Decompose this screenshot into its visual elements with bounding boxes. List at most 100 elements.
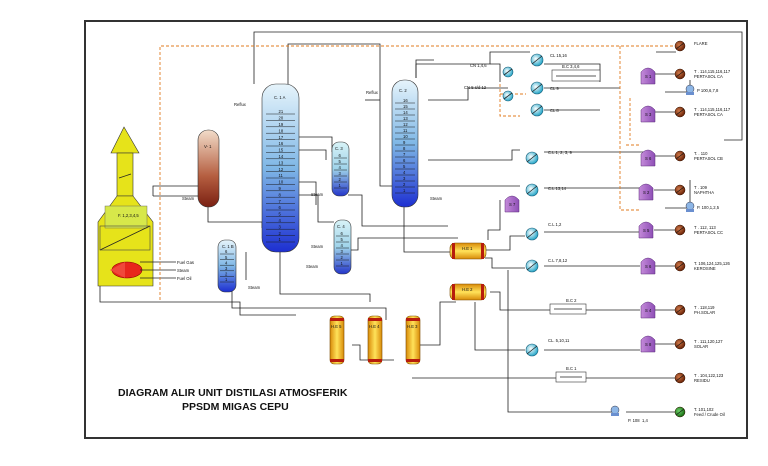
tray-number: 6: [339, 153, 342, 158]
tray-number: 4: [403, 170, 406, 175]
fuel-gas-label: Fuel Gas: [177, 260, 194, 265]
product-label: PERTASOL CC: [694, 230, 723, 235]
product-label: PERTASOL CA: [694, 74, 723, 79]
steam-c2-label: Steam: [430, 196, 443, 201]
tray-number: 17: [279, 135, 284, 140]
tray-number: 18: [279, 128, 284, 133]
separator-label: S 2: [643, 190, 650, 195]
tray-number: 12: [403, 122, 408, 127]
separator-label: S 7: [509, 202, 516, 207]
tray-number: 20: [279, 116, 284, 121]
product-label: T . 118,119: [694, 305, 715, 310]
tray-number: 13: [279, 160, 284, 165]
heat-exchanger-2: H.E 2: [449, 283, 487, 301]
tray-number: 3: [279, 224, 282, 229]
cooler-cl-1-2: C.L 1,2: [525, 222, 562, 241]
tray-number: 9: [403, 140, 406, 145]
tray-number: 3: [403, 176, 406, 181]
product-label: KEROSINE: [694, 266, 716, 271]
tray-number: 6: [225, 249, 228, 254]
separator-label: S 8: [645, 342, 652, 347]
steam-c4a-label: Steam: [311, 244, 324, 249]
tray-number: 5: [225, 255, 228, 260]
tray-number: 14: [403, 110, 408, 115]
cl-7-8-12-label: C.L 7,8,12: [548, 258, 568, 263]
tray-number: 16: [279, 141, 284, 146]
separator-label: S 5: [643, 228, 650, 233]
column-c1a: C. 1 A 212019181716151413121110987654321…: [234, 83, 300, 253]
bc-1-label: B.C 1: [566, 366, 577, 371]
tray-number: 10: [403, 134, 408, 139]
cooler-cl-1-2-3-9: C.L 1, 2, 3, 9: [525, 150, 572, 165]
product-label: T. 101,102: [694, 407, 714, 412]
tray-number: 3: [339, 171, 342, 176]
tray-number: 3: [341, 249, 344, 254]
product-label: T. 106,124,125,126: [694, 261, 731, 266]
product-label: T . 109: [694, 185, 708, 190]
tray-number: 1: [341, 261, 344, 266]
product-label: T . 111,120,127: [694, 339, 723, 344]
separator: S 8: [640, 335, 656, 353]
separator: S 6: [640, 149, 656, 167]
he2-label: H.E 2: [462, 287, 473, 292]
separators: S 1S 3S 6S 2S 5S 6S 4S 8S 7: [504, 67, 656, 353]
product-label: SOLAR: [694, 344, 708, 349]
separator: S 3: [640, 105, 656, 123]
c3-label: C. 3: [335, 146, 343, 151]
product-label: NAPHTHA: [694, 190, 714, 195]
separator-label: S 4: [645, 308, 652, 313]
separator: S 4: [640, 301, 656, 319]
c1a-label: C. 1 A: [274, 95, 286, 100]
cn-5-12-label: CN 5 s/d 12: [464, 85, 487, 90]
flare-lines: [159, 45, 676, 300]
tray-number: 15: [403, 104, 408, 109]
product-label: FLARE: [694, 41, 708, 46]
tray-number: 5: [279, 212, 282, 217]
condenser-cn-5-12: CN 5 s/d 12: [464, 85, 514, 102]
product-label: PERTASOL CB: [694, 156, 723, 161]
piping: [99, 31, 743, 413]
separator: S 2: [638, 183, 654, 201]
product-label: T . 112, 113: [694, 225, 716, 230]
cn-1-4-6-label: CN 1,4,6: [470, 63, 487, 68]
product-label: T . 114,115,116,117: [694, 107, 731, 112]
tray-number: 9: [279, 186, 282, 191]
steam-input-label: Steam: [177, 268, 190, 273]
heat-exchanger-4: H.E 4: [367, 315, 383, 365]
cl-1-2-3-9-label: C.L 1, 2, 3, 9: [548, 150, 572, 155]
tray-number: 14: [279, 154, 284, 159]
tray-number: 4: [339, 165, 342, 170]
tray-number: 2: [339, 177, 342, 182]
box-bc-1: B.C 1: [555, 366, 587, 383]
reflux-c2-label: Reflux: [366, 90, 379, 95]
bc-3-4-6-label: B.C 3,4,6: [562, 64, 580, 69]
tray-number: 5: [341, 237, 344, 242]
product-tanks: FLARE T . 114,115,116,117 PERTASOL CA T . 1…: [674, 40, 731, 418]
fuel-oil-label: Fuel Oil: [177, 276, 191, 281]
tray-number: 8: [403, 146, 406, 151]
tray-number: 21: [279, 109, 284, 114]
he1-label: H.E 1: [462, 246, 473, 251]
steam-c4b-label: Steam: [306, 264, 319, 269]
he5-label: H.E 5: [331, 324, 342, 329]
diagram-subtitle: PPSDM MIGAS CEPU: [182, 401, 289, 413]
reflux-c1a-label: Reflux: [234, 102, 247, 107]
tray-number: 6: [403, 158, 406, 163]
product-label: RESIDU: [694, 378, 710, 383]
tray-number: 2: [225, 272, 228, 277]
separator: S 5: [638, 221, 654, 239]
tray-number: 2: [341, 255, 344, 260]
pump-p100-6-7-8: P 100,6,7,8: [685, 84, 719, 95]
condenser-cn-1-4-6: CN 1,4,6: [470, 63, 514, 78]
